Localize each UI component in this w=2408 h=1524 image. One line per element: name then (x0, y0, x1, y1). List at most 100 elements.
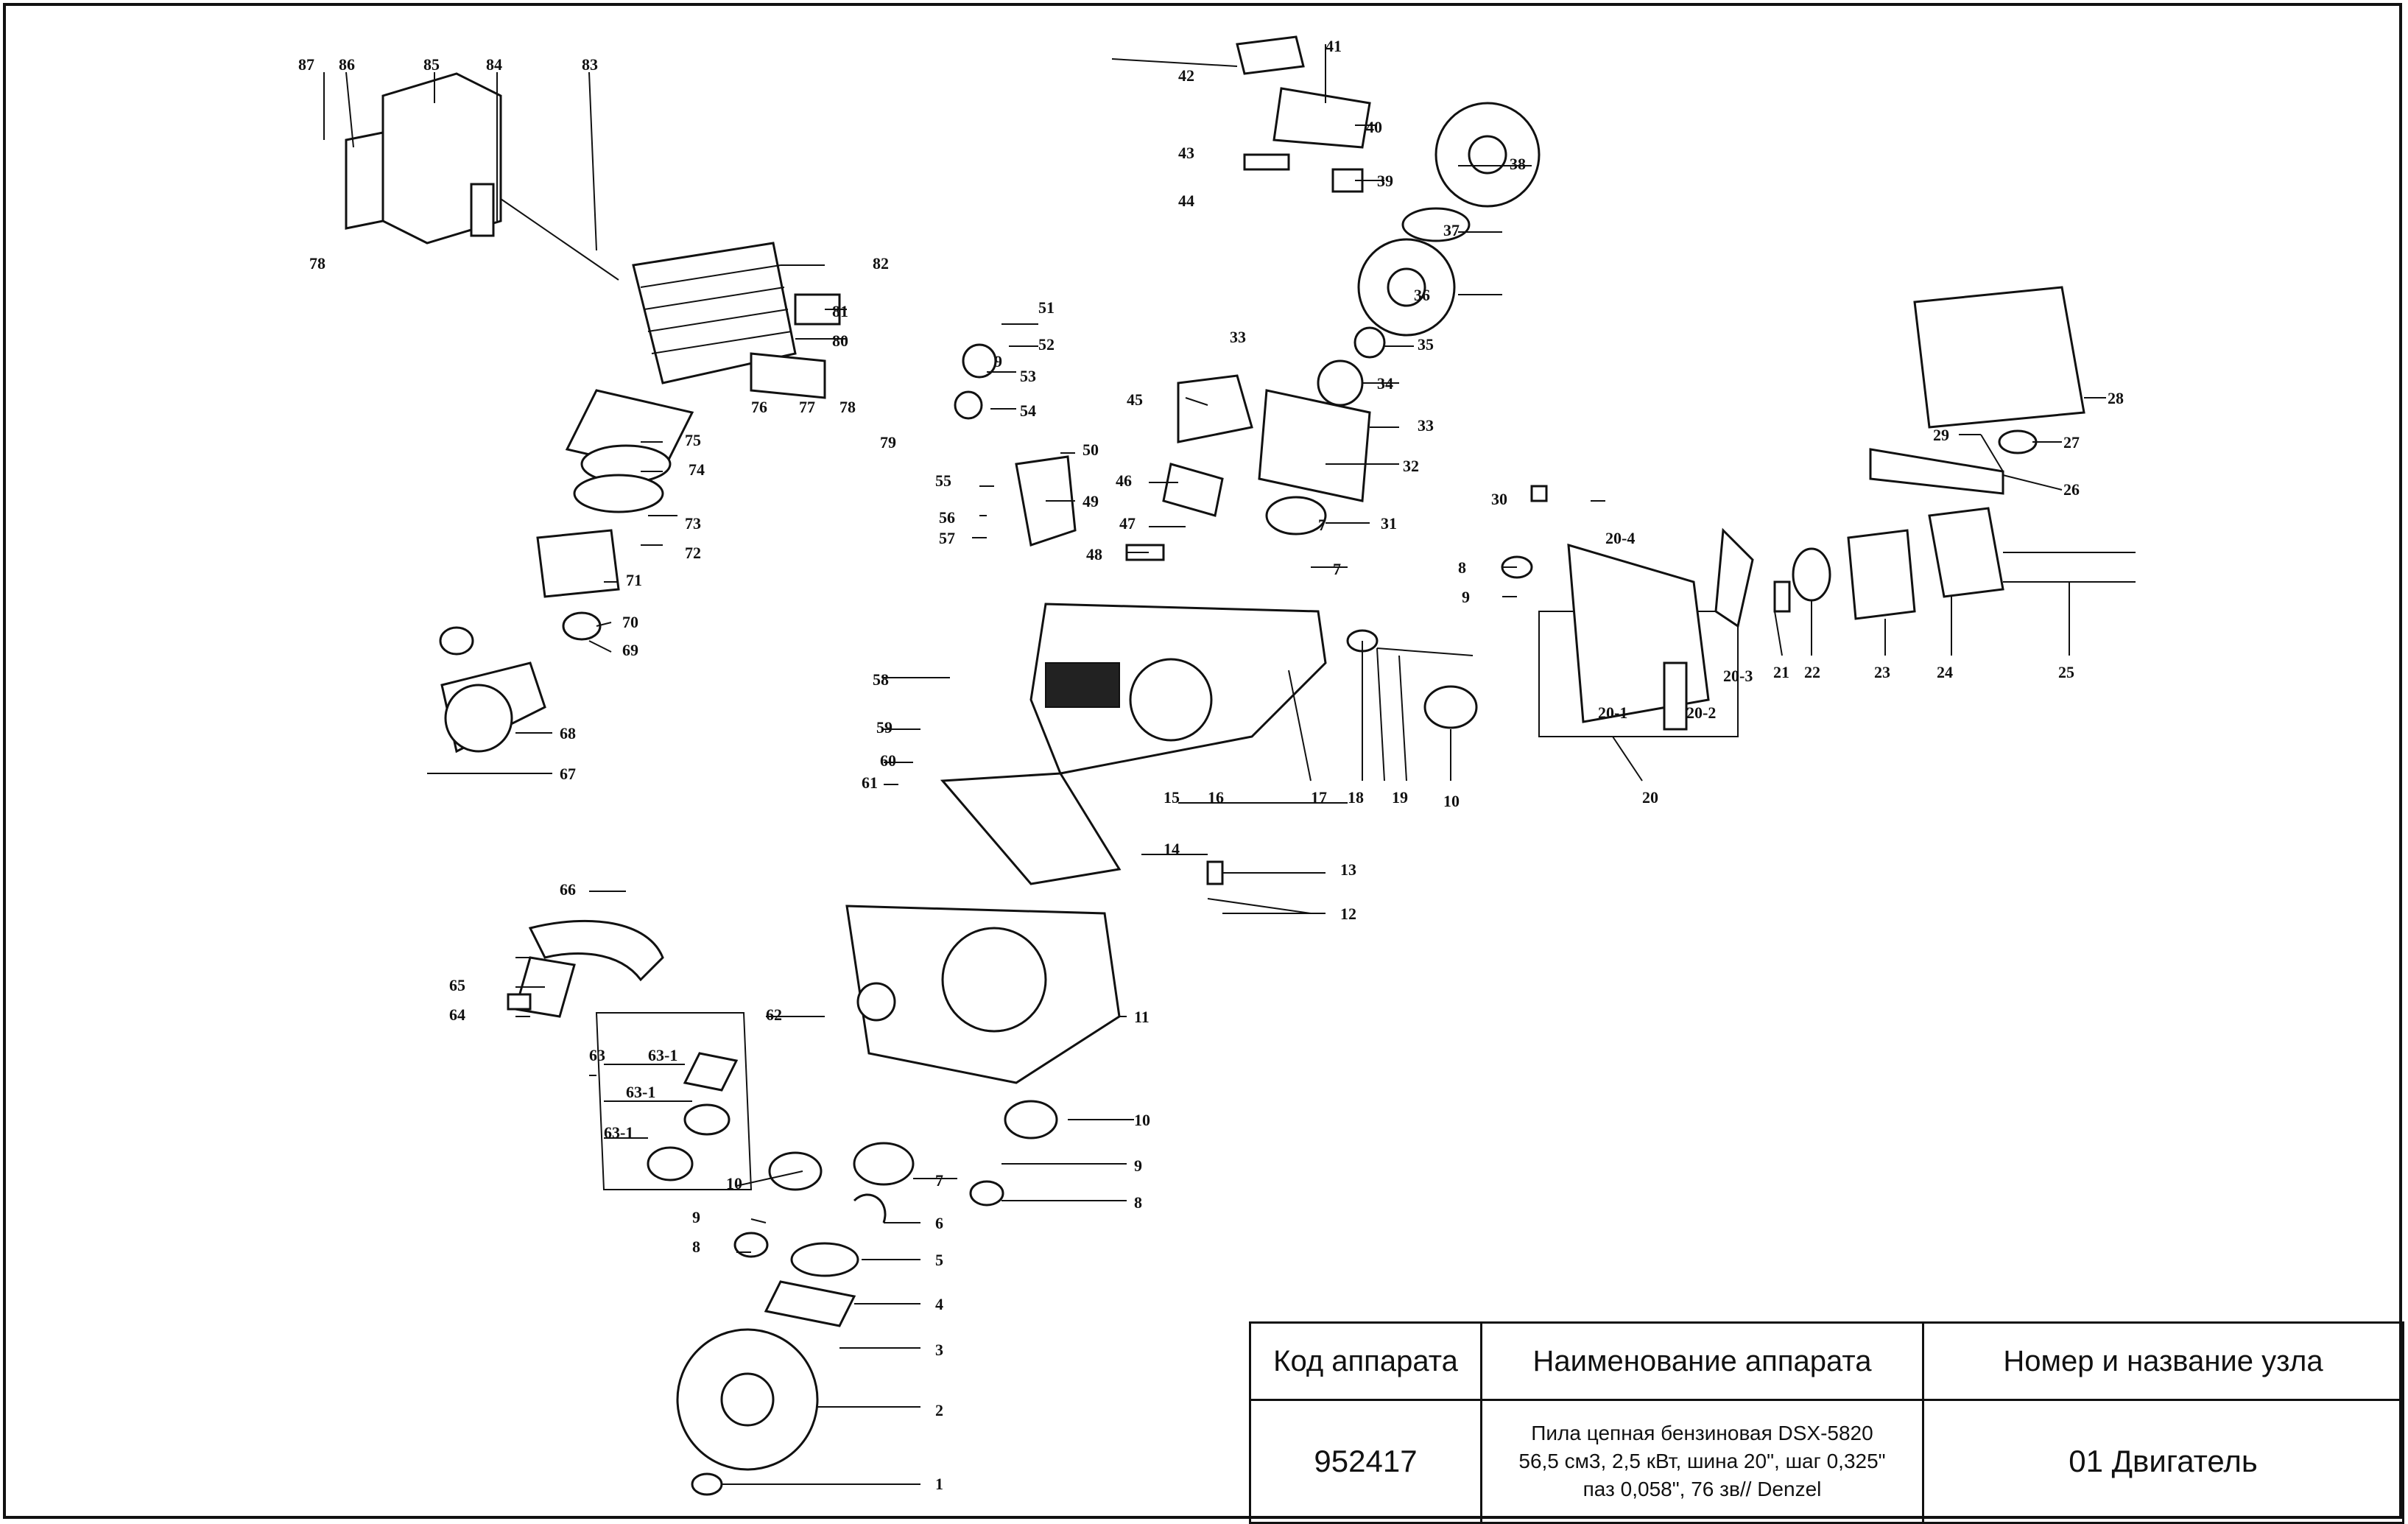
callout-label: 58 (873, 670, 889, 689)
callout-label: 20-2 (1686, 703, 1716, 722)
callout-label: 8 (1458, 558, 1466, 577)
guide-plate (1162, 463, 1224, 517)
callout-label: 83 (582, 55, 598, 74)
clutch-drum-hub (1468, 135, 1507, 175)
callout-label: 67 (560, 765, 576, 783)
callout-label: 7 (1318, 516, 1326, 534)
callout-label: 54 (1020, 401, 1036, 420)
callout-label: 85 (423, 55, 440, 74)
piston (536, 529, 620, 598)
callout-label: 80 (832, 331, 848, 350)
throttle-rod (1663, 661, 1688, 731)
callout-label: 24 (1937, 663, 1953, 681)
piston-ring (573, 474, 664, 513)
callout-label: 3 (935, 1341, 943, 1359)
callout-label: 78 (309, 254, 325, 273)
header-name: Наименование аппарата (1480, 1321, 1924, 1401)
callout-label: 25 (2058, 663, 2074, 681)
callout-label: 9 (994, 352, 1002, 371)
worm-gear (1243, 153, 1290, 171)
header-code: Код аппарата (1249, 1321, 1482, 1401)
callout-label: 51 (1038, 298, 1055, 317)
callout-label: 81 (832, 302, 848, 320)
circlip (853, 1193, 887, 1223)
callout-label: 19 (1392, 788, 1408, 807)
callout-label: 34 (1377, 374, 1393, 393)
device-name: Пила цепная бензиновая DSX-5820 56,5 см3… (1480, 1399, 1924, 1524)
pawl (683, 1052, 739, 1092)
cylinder-fin (647, 309, 789, 332)
callout-label: 7 (935, 1171, 943, 1190)
callout-label: 64 (449, 1005, 465, 1024)
piston-group (439, 389, 694, 754)
chain-catcher-plate (1177, 374, 1253, 443)
node-name: 01 Двигатель (1922, 1399, 2404, 1524)
tensioner-group (954, 343, 1253, 561)
muffler-gasket (345, 131, 384, 230)
callout-label: 46 (1116, 471, 1132, 490)
callout-label: 70 (622, 613, 638, 631)
callout-labels: 1 2 3 4 5 6 7 7 7 8 8 8 9 9 9 9 10 10 10… (298, 37, 2124, 1493)
callout-label: 45 (1127, 390, 1143, 409)
crankcase-gasket (940, 772, 1122, 885)
callout-label: 29 (1933, 426, 1949, 444)
leader-lines (323, 44, 2106, 1485)
callout-label: 32 (1403, 457, 1419, 475)
clutch-group (1258, 102, 1541, 535)
callout-label: 16 (1208, 788, 1224, 807)
choke-rod (1869, 448, 2004, 495)
crankcase-lower-bore (941, 927, 1047, 1033)
seal-8-right (969, 1180, 1004, 1207)
flywheel-nut (691, 1472, 723, 1496)
callout-label: 69 (622, 641, 638, 659)
callout-label: 30 (1491, 490, 1507, 508)
callout-label: 35 (1418, 335, 1434, 354)
cylinder-fin (640, 264, 781, 288)
seal-10-left (768, 1151, 823, 1191)
callout-label: 56 (939, 508, 955, 527)
callout-label: 20-3 (1723, 667, 1753, 685)
callout-label: 36 (1414, 286, 1430, 304)
carb-spacer (1792, 547, 1831, 602)
callout-label: 62 (766, 1005, 782, 1024)
title-block: Код аппарата Наименование аппарата Номер… (1249, 1321, 2404, 1524)
crankcase-gasket-outline (940, 772, 1122, 885)
callout-label: 10 (726, 1174, 742, 1193)
decompression-rod (1376, 647, 1474, 656)
starter-spring-group (595, 1012, 753, 1190)
crankcase-lower (845, 905, 1121, 1084)
crankcase-upper-channel (1045, 662, 1120, 708)
clutch-washer (1401, 207, 1471, 242)
device-name-line: паз 0,058", 76 зв// Denzel (1583, 1478, 1822, 1500)
crank-web (444, 684, 513, 753)
callout-label: 65 (449, 976, 465, 994)
sprocket (1317, 359, 1364, 407)
callout-label: 31 (1381, 514, 1397, 533)
callout-label: 20-1 (1598, 703, 1627, 722)
crank-seal (439, 626, 474, 656)
lower-bearings (676, 1100, 1058, 1496)
callout-label: 23 (1874, 663, 1890, 681)
callout-label: 38 (1510, 155, 1526, 173)
muffler-plate (470, 183, 495, 237)
callout-label: 1 (935, 1475, 943, 1493)
air-filter-base (1928, 507, 2004, 598)
callout-label: 6 (935, 1214, 943, 1232)
callout-label: 9 (1462, 588, 1470, 606)
flywheel-hub (720, 1372, 775, 1427)
chain-screw (1206, 860, 1224, 885)
oil-tank-cap (962, 343, 997, 379)
impulse-nipple (1773, 580, 1791, 613)
cylinder-fin (644, 287, 785, 310)
callout-label: 48 (1086, 545, 1102, 563)
callout-label: 37 (1443, 221, 1460, 239)
callout-label: 43 (1178, 144, 1194, 162)
callout-label: 8 (1134, 1193, 1142, 1212)
cylinder-group (632, 242, 841, 399)
carburetor-group (1530, 286, 2136, 737)
header-node: Номер и название узла (1922, 1321, 2404, 1401)
carb-gasket (1714, 527, 1754, 628)
callout-label: 18 (1348, 788, 1364, 807)
callout-label: 5 (935, 1251, 943, 1269)
